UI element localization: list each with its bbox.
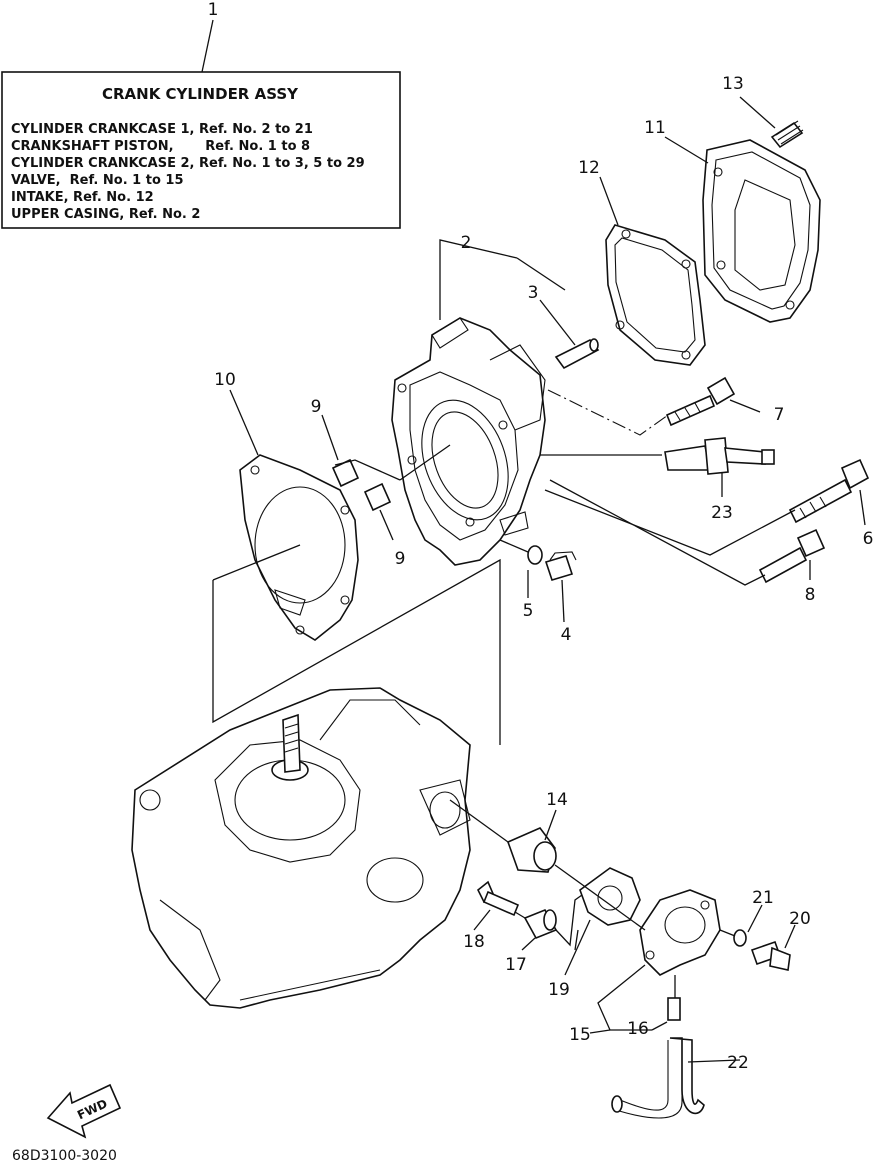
part-20-bolt <box>750 940 791 971</box>
callout-3: 3 <box>528 283 539 303</box>
part-9-dowel-lower <box>363 482 392 512</box>
part-19-gasket <box>579 867 641 926</box>
part-4-bolt <box>544 551 577 581</box>
info-box-line: UPPER CASING, Ref. No. 2 <box>11 207 200 222</box>
part-21-washer <box>733 929 747 947</box>
callout-21: 21 <box>752 888 774 908</box>
part-8-bolt <box>758 528 826 584</box>
info-box-line: INTAKE, Ref. No. 12 <box>11 190 154 205</box>
info-box-line: CRANKSHAFT PISTON, Ref. No. 1 to 8 <box>11 139 310 154</box>
callout-19: 19 <box>548 980 570 1000</box>
part-23-spark-plug <box>664 437 775 475</box>
part-6-long-bolt <box>788 458 870 524</box>
part-18-bolt <box>476 880 520 917</box>
callout-23: 23 <box>711 503 733 523</box>
info-box-title: CRANK CYLINDER ASSY <box>102 85 299 103</box>
info-box-line: VALVE, Ref. No. 1 to 15 <box>11 173 184 188</box>
callout-9-lower: 9 <box>395 549 406 569</box>
assembly-info-box: CRANK CYLINDER ASSY CYLINDER CRANKCASE 1… <box>1 19 401 229</box>
callout-5: 5 <box>523 601 534 621</box>
leader-lines <box>229 96 866 1063</box>
callout-10: 10 <box>214 370 236 390</box>
part-16-nipple <box>667 997 681 1021</box>
callout-11: 11 <box>644 118 666 138</box>
callout-20: 20 <box>789 909 811 929</box>
callout-15: 15 <box>569 1025 591 1045</box>
part-15-valve-housing <box>639 889 721 976</box>
part-5-washer <box>527 545 543 565</box>
assembly-lines <box>212 389 796 998</box>
callout-22: 22 <box>727 1053 749 1073</box>
callout-6: 6 <box>863 529 874 549</box>
crankcase <box>131 687 471 1009</box>
callout-4: 4 <box>561 625 572 645</box>
part-13-bolt <box>770 120 804 149</box>
callout-1: 1 <box>208 0 219 20</box>
part-14-valve-holder <box>506 827 557 873</box>
part-10-head-gasket <box>239 454 359 641</box>
part-17-collar <box>523 908 558 940</box>
callout-13: 13 <box>722 74 744 94</box>
callout-2: 2 <box>461 233 472 253</box>
callout-7: 7 <box>774 405 785 425</box>
info-box-border <box>1 71 401 229</box>
fwd-arrow: FWD <box>46 1083 122 1139</box>
part-11-cover <box>702 139 821 323</box>
callout-16: 16 <box>627 1019 649 1039</box>
part-2-cylinder-block <box>391 317 546 566</box>
leader-line-1 <box>201 19 214 73</box>
info-box-line: CYLINDER CRANKCASE 2, Ref. No. 1 to 3, 5… <box>11 156 365 171</box>
part-22-hose <box>611 1037 705 1119</box>
drawing-code: 68D3100-3020 <box>12 1148 117 1164</box>
callout-14: 14 <box>546 790 568 810</box>
part-12-gasket <box>605 224 706 366</box>
part-3-dowel <box>554 338 600 370</box>
part-7-bolt <box>665 376 736 427</box>
info-box-line: CYLINDER CRANKCASE 1, Ref. No. 2 to 21 <box>11 122 313 137</box>
callout-18: 18 <box>463 932 485 952</box>
callout-12: 12 <box>578 158 600 178</box>
callout-17: 17 <box>505 955 527 975</box>
callout-8: 8 <box>805 585 816 605</box>
callout-9-upper: 9 <box>311 397 322 417</box>
